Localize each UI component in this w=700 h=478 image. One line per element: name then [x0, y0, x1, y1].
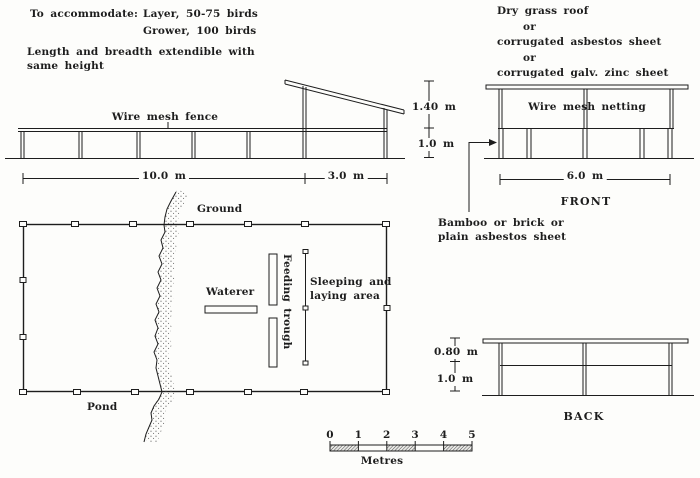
waterer-symbol	[204, 305, 258, 314]
scale-tick-4: 4	[439, 429, 448, 441]
dim-roof-height-back: 0.80 m	[430, 346, 482, 359]
wire-mesh-fence-label: Wire mesh fence	[111, 111, 219, 123]
scale-tick-0: 0	[326, 429, 334, 441]
wall-leader-line	[468, 142, 491, 212]
dim-width-covered: 3.0 m	[324, 170, 368, 183]
front-roof-slab	[485, 84, 689, 90]
accommodate-prefix: To accommodate:	[30, 8, 139, 20]
front-caption: FRONT	[560, 195, 612, 208]
feeding-trough-upper-symbol	[268, 253, 278, 306]
plan-view-drawing	[19, 188, 391, 444]
back-elevation-drawing	[450, 337, 694, 396]
waterer-label: Waterer	[206, 286, 255, 298]
scale-bar-drawing	[329, 441, 473, 452]
pond-label: Pond	[87, 401, 118, 413]
side-dimension-lines	[22, 80, 434, 184]
pond-shoreline	[143, 191, 177, 443]
accommodate-grower: Grower, 100 birds	[143, 25, 257, 37]
side-elevation-drawing	[5, 79, 405, 159]
scale-tick-3: 3	[411, 429, 419, 441]
accommodate-layer: Layer, 50-75 birds	[143, 8, 258, 20]
side-roof-post	[302, 86, 307, 158]
front-upper-posts	[498, 89, 674, 128]
wall-leader-arrowhead	[489, 139, 497, 146]
sleeping-area-label: Sleeping and laying area	[310, 276, 392, 302]
feeding-trough-label: Feeding trough	[281, 254, 293, 350]
pond-shoreline-stipple	[144, 188, 189, 444]
dim-fence-height-side: 1.0 m	[414, 138, 458, 151]
wire-mesh-netting-label: Wire mesh netting	[528, 101, 646, 113]
dim-wall-height-back: 1.0 m	[433, 373, 477, 386]
ground-label: Ground	[197, 203, 243, 215]
roof-options-note: Dry grass roof or corrugated asbestos sh…	[497, 5, 669, 79]
scale-unit-label: Metres	[360, 455, 404, 467]
side-right-post	[383, 108, 388, 158]
wall-options-note: Bamboo or brick or plain asbestos sheet	[438, 217, 567, 243]
side-fence-posts	[20, 131, 251, 158]
scale-tick-5: 5	[468, 429, 476, 441]
dim-front-width: 6.0 m	[563, 170, 607, 183]
dim-width-open: 10.0 m	[138, 170, 190, 183]
back-caption: BACK	[563, 410, 605, 423]
back-roof-slab	[482, 338, 689, 344]
scale-tick-2: 2	[383, 429, 391, 441]
feeding-trough-lower-symbol	[268, 317, 278, 368]
side-sloped-roof	[284, 79, 405, 115]
dim-roof-height-side: 1.40 m	[408, 101, 460, 114]
front-lower-posts	[498, 128, 673, 158]
back-posts	[498, 343, 673, 395]
extendible-note: Length and breadth extendible with same …	[27, 46, 255, 72]
plan-post-symbols	[19, 221, 391, 395]
scale-tick-1: 1	[354, 429, 363, 441]
